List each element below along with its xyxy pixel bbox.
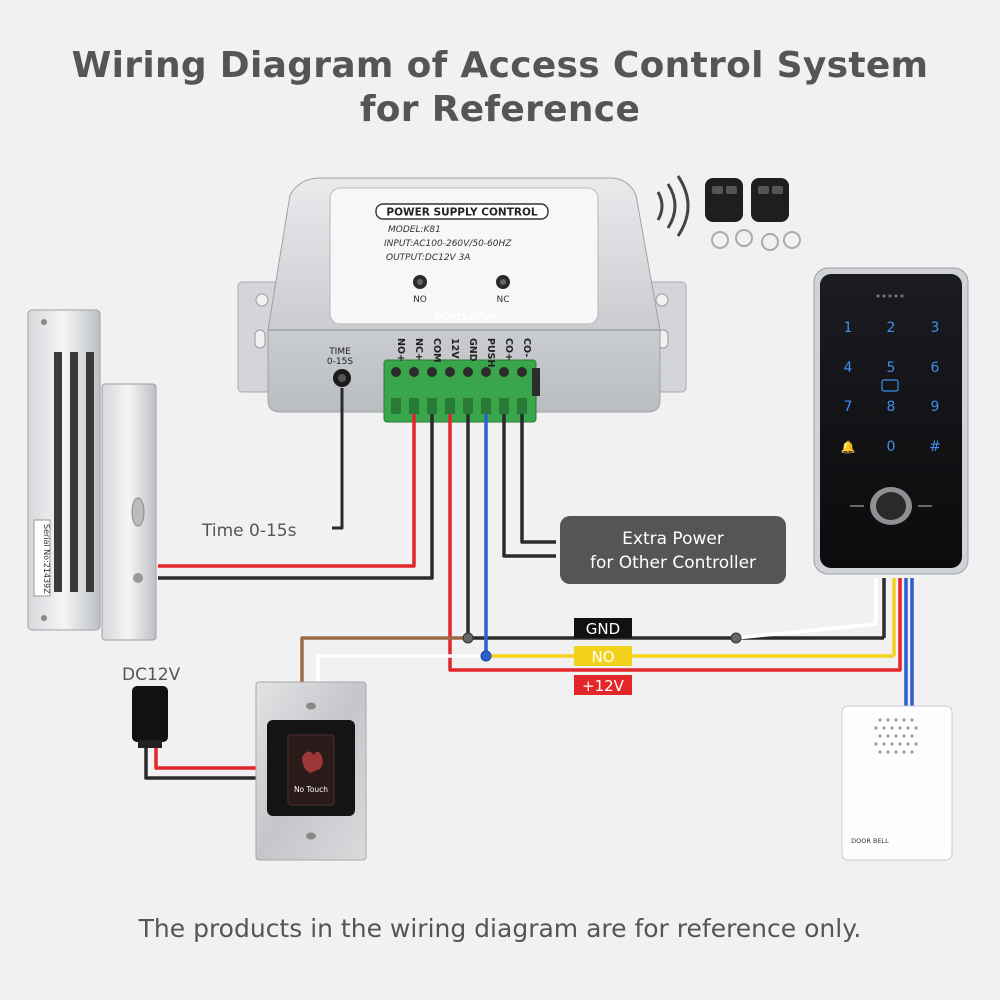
psu-input: INPUT:AC100-260V/50-60HZ xyxy=(384,239,512,249)
no-touch-label[interactable]: No Touch xyxy=(294,785,328,794)
extra-power-callout: Extra Power for Other Controller xyxy=(560,516,786,584)
key-6[interactable]: 6 xyxy=(931,360,940,376)
key-5[interactable]: 5 xyxy=(887,360,896,376)
card-icon xyxy=(881,379,899,392)
keypad-keys: 1 2 3 4 5 6 7 8 9 🔔 0 # xyxy=(841,320,941,455)
key-7[interactable]: 7 xyxy=(844,399,853,415)
dc12v-black-wire xyxy=(144,746,256,780)
plus12v-label: +12V xyxy=(582,677,625,695)
speaker-grille xyxy=(874,718,918,754)
psu-heading: POWER SUPPLY CONTROL xyxy=(386,207,538,219)
terminal-label-3: COM xyxy=(431,338,442,363)
key-0[interactable]: 0 xyxy=(887,439,896,455)
terminal-label-6: PUSH xyxy=(485,338,496,368)
lock-black-wire xyxy=(158,414,434,580)
time-knob-lead xyxy=(332,388,344,530)
footer-note: The products in the wiring diagram are f… xyxy=(138,914,862,943)
extra-power-wire-1 xyxy=(502,414,556,558)
remote-keyfobs xyxy=(656,175,801,251)
key-9[interactable]: 9 xyxy=(931,399,940,415)
psu-nc-label: NC xyxy=(496,295,509,305)
power-supply-unit: POWER SUPPLY CONTROL MODEL:K81 INPUT:AC1… xyxy=(237,177,687,423)
magnetic-lock: Serial No:21439Z xyxy=(27,309,157,641)
key-4[interactable]: 4 xyxy=(844,360,853,376)
terminal-label-5: GND xyxy=(467,338,478,362)
key-3[interactable]: 3 xyxy=(931,320,940,336)
wires xyxy=(144,388,914,780)
psu-output: OUTPUT:DC12V 3A xyxy=(386,253,470,263)
extra-power-line-2: for Other Controller xyxy=(590,553,756,573)
terminal-label-2: NC+ xyxy=(413,338,424,361)
exit-brown-wire xyxy=(300,636,468,682)
no-label: NO xyxy=(591,648,614,666)
psu-model: MODEL:K81 xyxy=(388,225,441,235)
junction-dots xyxy=(462,632,742,662)
key-2[interactable]: 2 xyxy=(887,320,896,336)
fingerprint-icon xyxy=(850,487,932,525)
title-line-2: for Reference xyxy=(359,89,641,130)
psu-brand: HOMSECUR xyxy=(434,312,498,323)
keypad-red-wire xyxy=(890,578,902,672)
key-hash[interactable]: # xyxy=(929,439,941,455)
dc12v-label: DC12V xyxy=(122,665,181,685)
keypad-reader: 1 2 3 4 5 6 7 8 9 🔔 0 # xyxy=(813,267,969,575)
door-bell: DOOR BELL xyxy=(841,705,953,861)
bus-labels: GND NO +12V xyxy=(574,618,632,695)
exit-button-panel: No Touch xyxy=(255,681,367,861)
terminal-label-4: 12V xyxy=(449,338,460,359)
key-bell[interactable]: 🔔 xyxy=(841,440,856,454)
lock-serial: Serial No:21439Z xyxy=(42,524,51,594)
door-bell-label: DOOR BELL xyxy=(851,837,889,845)
time-label-1: TIME xyxy=(328,347,351,357)
terminal-label-1: NO+ xyxy=(395,338,406,362)
key-1[interactable]: 1 xyxy=(844,320,853,336)
title-line-1: Wiring Diagram of Access Control System xyxy=(71,45,929,86)
hand-icon xyxy=(302,751,323,773)
gnd-label: GND xyxy=(586,620,620,638)
time-label-2: 0-15S xyxy=(327,357,353,367)
key-8[interactable]: 8 xyxy=(887,399,896,415)
page-title: Wiring Diagram of Access Control System … xyxy=(0,44,1000,132)
bus-12v-red xyxy=(448,414,890,672)
extra-power-wire-2 xyxy=(520,414,556,544)
extra-power-line-1: Extra Power xyxy=(622,529,724,549)
time-range-label: Time 0-15s xyxy=(201,521,297,541)
dc12v-red-wire xyxy=(154,746,256,770)
terminal-label-7: CO+ xyxy=(503,338,514,361)
terminal-labels: NO+ NC+ COM 12V GND PUSH CO+ CO- xyxy=(395,338,532,368)
keypad-white-wire xyxy=(735,578,878,640)
lock-red-wire xyxy=(158,414,416,568)
psu-no-label: NO xyxy=(413,295,427,305)
terminal-screws xyxy=(391,367,527,414)
terminal-label-8: CO- xyxy=(521,338,532,357)
exit-white-wire xyxy=(316,654,486,682)
dc12v-adapter xyxy=(132,686,168,748)
